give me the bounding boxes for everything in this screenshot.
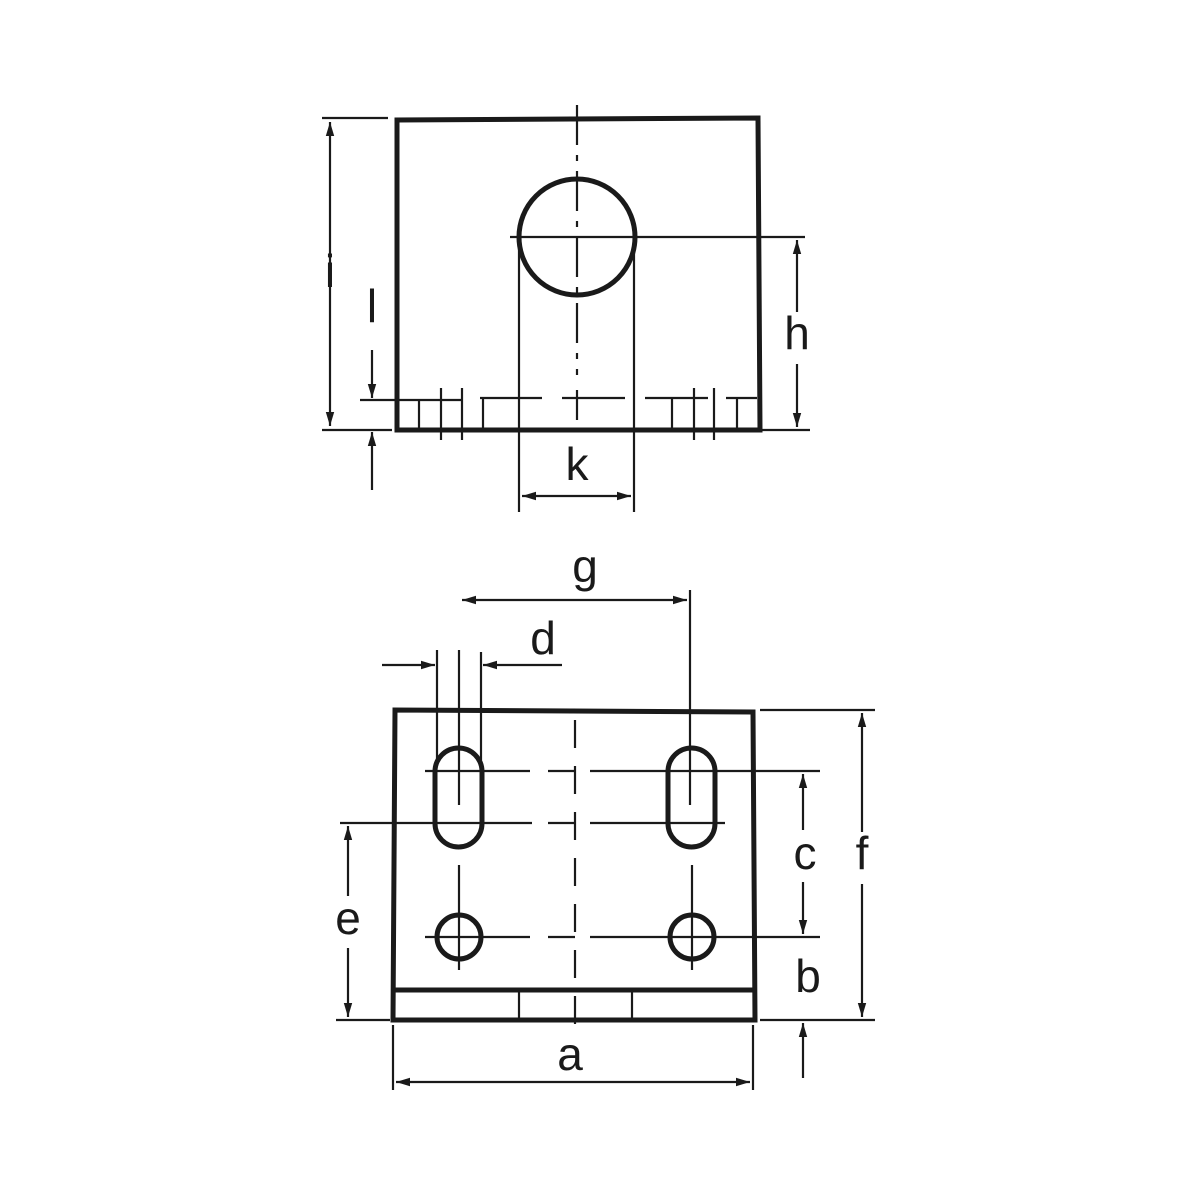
label-k: k <box>566 438 590 490</box>
label-i: i <box>325 245 335 297</box>
top-view: i l h k <box>322 105 819 512</box>
top-body-outline <box>394 115 763 433</box>
label-h-bg <box>775 312 819 364</box>
label-c: c <box>794 827 817 879</box>
label-g: g <box>572 540 598 592</box>
label-c-bg <box>782 830 826 882</box>
bottom-view: g d a f c b e <box>325 540 882 1090</box>
bottom-strip-hidden-lines <box>360 388 757 440</box>
label-d: d <box>530 612 556 664</box>
slot-right <box>665 745 718 850</box>
bottom-body-outline <box>390 707 758 1023</box>
center-lines <box>340 590 820 970</box>
label-h: h <box>784 307 810 359</box>
label-e: e <box>335 892 361 944</box>
label-a: a <box>557 1028 583 1080</box>
label-e-bg <box>325 896 371 948</box>
label-l: l <box>367 280 377 332</box>
label-f: f <box>856 827 869 879</box>
label-f-bg <box>842 832 882 884</box>
label-b: b <box>795 950 821 1002</box>
